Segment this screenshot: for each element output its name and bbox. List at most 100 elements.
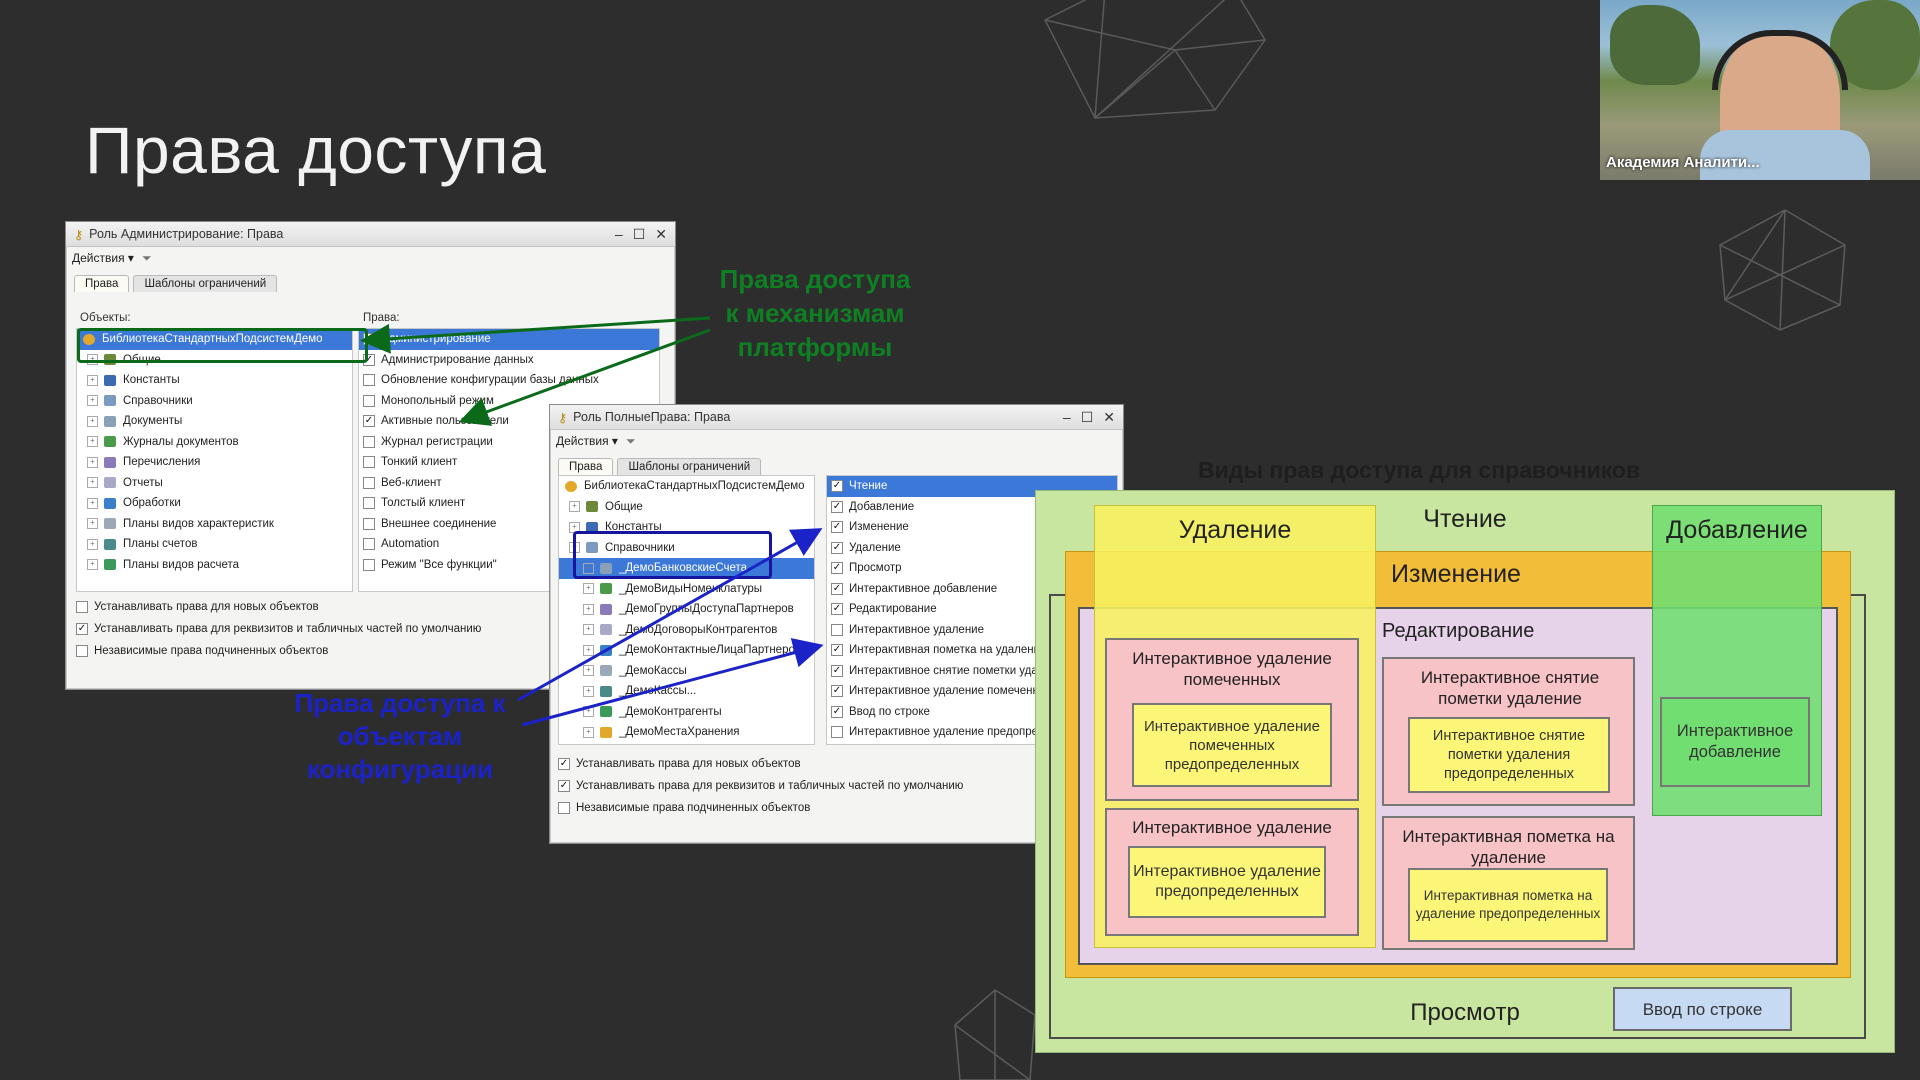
right-checkbox[interactable] [831, 623, 843, 636]
tab-rights[interactable]: Права [558, 458, 614, 475]
object-tree-item[interactable]: +Перечисления [77, 452, 352, 473]
right-item[interactable]: Внешнее соединение [359, 514, 659, 535]
option-checkbox[interactable]: ✓ [558, 780, 570, 792]
tree-expander-icon[interactable]: + [583, 685, 594, 697]
right-item[interactable]: ✓Добавление [827, 497, 1117, 518]
object-tree-item[interactable]: +Планы видов характеристик [77, 514, 352, 535]
tree-expander-icon[interactable]: + [87, 477, 98, 489]
object-tree-item[interactable]: +Журналы документов [77, 432, 352, 453]
object-tree-item[interactable]: +Документы [77, 411, 352, 432]
right-item[interactable]: Журнал регистрации [359, 432, 659, 453]
object-tree-item[interactable]: +Справочники [77, 391, 352, 412]
tree-expander-icon[interactable]: + [87, 415, 98, 427]
option-row[interactable]: Независимые права подчиненных объектов [72, 640, 662, 662]
tree-expander-icon[interactable]: + [569, 501, 580, 513]
object-tree-item[interactable]: +_ДемоДоговорыКонтрагентов [559, 620, 814, 641]
right-checkbox[interactable]: ✓ [831, 644, 843, 657]
right-item[interactable]: Веб-клиент [359, 473, 659, 494]
tree-expander-icon[interactable]: + [87, 395, 98, 407]
right-item[interactable]: ✓Удаление [827, 538, 1117, 559]
object-tree-item[interactable]: +Константы [77, 370, 352, 391]
option-row[interactable]: ✓Устанавливать права для новых объектов [554, 753, 1114, 775]
option-row[interactable]: ✓Устанавливать права для реквизитов и та… [72, 618, 662, 640]
close-button[interactable]: ✕ [655, 225, 667, 242]
option-row[interactable]: Независимые права подчиненных объектов [554, 797, 1114, 819]
right-checkbox[interactable]: ✓ [363, 415, 375, 428]
tree-expander-icon[interactable]: + [583, 726, 594, 738]
object-tree-item[interactable]: +Обработки [77, 493, 352, 514]
right-checkbox[interactable]: ✓ [831, 603, 843, 616]
right-item[interactable]: Automation [359, 534, 659, 555]
right-checkbox[interactable] [363, 456, 375, 469]
tree-expander-icon[interactable]: + [87, 518, 98, 530]
right-item[interactable]: ✓Просмотр [827, 558, 1117, 579]
tree-expander-icon[interactable]: + [583, 603, 594, 615]
right-checkbox[interactable] [363, 476, 375, 489]
object-tree-item[interactable]: +_ДемоКонтрагенты [559, 702, 814, 723]
tree-expander-icon[interactable]: + [87, 497, 98, 509]
right-item[interactable]: Интерактивное удаление [827, 620, 1117, 641]
option-checkbox[interactable] [76, 601, 88, 613]
tree-expander-icon[interactable]: + [583, 624, 594, 636]
actions-menu[interactable]: Действия ▾ [556, 434, 618, 448]
right-checkbox[interactable]: ✓ [831, 541, 843, 554]
object-tree-item[interactable]: +Планы видов расчета [77, 555, 352, 576]
maximize-button[interactable]: ☐ [1080, 408, 1094, 425]
filter-icon[interactable]: ⏷ [625, 433, 636, 448]
tree-expander-icon[interactable]: + [583, 583, 594, 595]
object-tree-item[interactable]: +_ДемоВидыНоменклатуры [559, 579, 814, 600]
option-row[interactable]: ✓Устанавливать права для реквизитов и та… [554, 775, 1114, 797]
tree-expander-icon[interactable]: + [87, 456, 98, 468]
actions-menu[interactable]: Действия ▾ [72, 251, 134, 265]
object-tree-item[interactable]: +_ДемоБанковскиеСчета [559, 558, 814, 579]
object-tree-item[interactable]: +_ДемоГруппыДоступаПартнеров [559, 599, 814, 620]
right-item[interactable]: Обновление конфигурации базы данных [359, 370, 659, 391]
tree-expander-icon[interactable]: + [583, 562, 594, 574]
close-button[interactable]: ✕ [1103, 408, 1115, 425]
right-checkbox[interactable]: ✓ [831, 562, 843, 575]
right-item[interactable]: Режим "Все функции" [359, 555, 659, 576]
right-checkbox[interactable]: ✓ [831, 480, 843, 493]
option-checkbox[interactable]: ✓ [76, 623, 88, 635]
object-tree-item[interactable]: БиблиотекаСтандартныхПодсистемДемо [559, 476, 814, 497]
right-checkbox[interactable] [363, 497, 375, 510]
right-checkbox[interactable] [363, 538, 375, 551]
right-checkbox[interactable]: ✓ [831, 664, 843, 677]
tree-expander-icon[interactable]: + [87, 374, 98, 386]
tree-expander-icon[interactable]: + [87, 436, 98, 448]
object-tree-item[interactable]: +_ДемоКассы [559, 661, 814, 682]
option-row[interactable]: Устанавливать права для новых объектов [72, 596, 662, 618]
right-item[interactable]: ✓Интерактивное снятие пометки удал... [827, 661, 1117, 682]
right-checkbox[interactable] [363, 435, 375, 448]
object-tree-item[interactable]: +Общие [559, 497, 814, 518]
object-tree-item[interactable]: +Отчеты [77, 473, 352, 494]
tab-restriction-templates[interactable]: Шаблоны ограничений [617, 458, 762, 475]
right-item[interactable]: Толстый клиент [359, 493, 659, 514]
right-checkbox[interactable] [363, 517, 375, 530]
right-item[interactable]: ✓Редактирование [827, 599, 1117, 620]
right-checkbox[interactable]: ✓ [831, 705, 843, 718]
object-tree-item[interactable]: БиблиотекаСтандартныхПодсистемДемо [77, 329, 352, 350]
right-checkbox[interactable]: ✓ [831, 521, 843, 534]
right-item[interactable]: ✓Ввод по строке [827, 702, 1117, 723]
filter-icon[interactable]: ⏷ [141, 250, 152, 265]
option-checkbox[interactable] [558, 802, 570, 814]
right-checkbox[interactable] [363, 394, 375, 407]
right-checkbox[interactable] [363, 558, 375, 571]
right-item[interactable]: Интерактивное удаление предопред... [827, 722, 1117, 743]
tree-expander-icon[interactable]: + [583, 665, 594, 677]
right-item[interactable]: Тонкий клиент [359, 452, 659, 473]
right-item[interactable]: ✓Интерактивное удаление помеченн... [827, 681, 1117, 702]
option-checkbox[interactable] [76, 645, 88, 657]
maximize-button[interactable]: ☐ [632, 225, 646, 242]
option-checkbox[interactable]: ✓ [558, 758, 570, 770]
object-tree-item[interactable]: +_ДемоМестаХранения [559, 722, 814, 743]
tree-expander-icon[interactable]: + [87, 354, 98, 366]
right-checkbox[interactable]: ✓ [831, 685, 843, 698]
tree-expander-icon[interactable]: + [87, 559, 98, 571]
object-tree-item[interactable]: +Планы счетов [77, 534, 352, 555]
right-item[interactable]: ✓Интерактивное добавление [827, 579, 1117, 600]
right-item[interactable]: ✓Изменение [827, 517, 1117, 538]
tree-expander-icon[interactable]: + [583, 644, 594, 656]
right-checkbox[interactable]: ✓ [831, 582, 843, 595]
